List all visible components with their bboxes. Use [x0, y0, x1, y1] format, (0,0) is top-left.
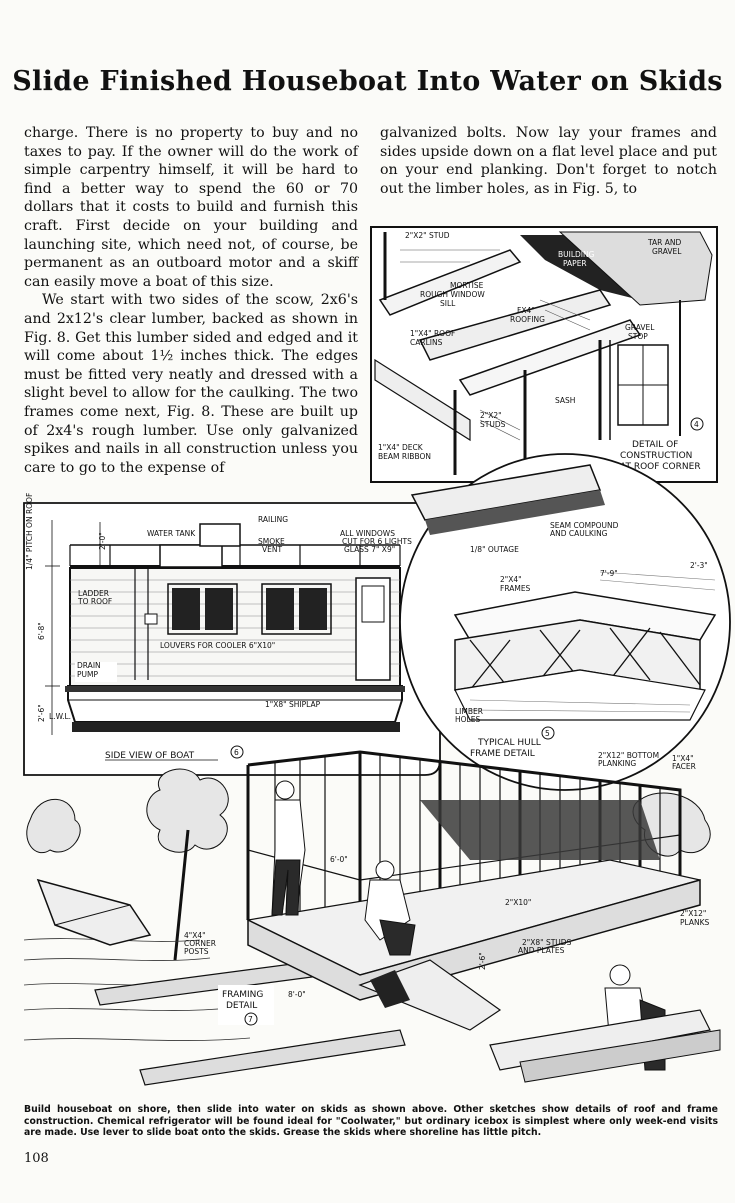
- figure-4-roof-detail: 2"X2" STUD BUILDING PAPER TAR AND GRAVEL…: [370, 226, 718, 483]
- svg-text:CORNER: CORNER: [184, 939, 216, 948]
- svg-text:GRAVEL: GRAVEL: [652, 247, 682, 256]
- svg-text:LADDER: LADDER: [78, 589, 109, 598]
- svg-text:GLASS 7" X9": GLASS 7" X9": [344, 545, 395, 554]
- svg-text:6'-0": 6'-0": [330, 855, 348, 864]
- svg-text:HOLES: HOLES: [455, 715, 480, 724]
- left-paragraph-1: charge. There is no property to buy and …: [24, 125, 358, 290]
- figure-4-title-3: AT ROOF CORNER: [620, 462, 701, 472]
- svg-text:FX4": FX4": [517, 306, 535, 315]
- right-column: galvanized bolts. Now lay your frames an…: [380, 124, 717, 198]
- svg-text:AND PLATES: AND PLATES: [518, 946, 565, 955]
- figure-5-title-2: FRAME DETAIL: [470, 749, 535, 759]
- svg-text:2'-3": 2'-3": [690, 561, 708, 570]
- figure-4-title-1: DETAIL OF: [632, 440, 678, 450]
- svg-text:SMOKE: SMOKE: [258, 537, 285, 546]
- figure-6-caption: SIDE VIEW OF BOAT: [105, 751, 195, 761]
- svg-text:STOP: STOP: [628, 332, 648, 341]
- svg-text:ALL WINDOWS: ALL WINDOWS: [340, 529, 395, 538]
- svg-text:ROUGH WINDOW: ROUGH WINDOW: [420, 290, 485, 299]
- figure-7-framing-scene: 6'-0" 4"X4" CORNER POSTS 2"X10" 2"X8" ST…: [23, 750, 721, 1086]
- figure-4-title-2: CONSTRUCTION: [620, 451, 692, 461]
- svg-text:2'-6": 2'-6": [37, 704, 46, 722]
- svg-text:1/4" PITCH ON ROOF: 1/4" PITCH ON ROOF: [25, 493, 34, 570]
- svg-text:CARLINS: CARLINS: [410, 338, 443, 347]
- svg-text:6'-8": 6'-8": [37, 622, 46, 640]
- right-paragraph-1: galvanized bolts. Now lay your frames an…: [380, 125, 717, 197]
- figure-caption: Build houseboat on shore, then slide int…: [24, 1104, 718, 1138]
- figure-5-number: 5: [545, 729, 550, 738]
- svg-text:PUMP: PUMP: [77, 670, 98, 679]
- svg-text:PAPER: PAPER: [563, 259, 587, 268]
- svg-text:STUDS: STUDS: [480, 420, 506, 429]
- svg-text:1"X4": 1"X4": [672, 754, 694, 763]
- svg-text:POSTS: POSTS: [184, 947, 209, 956]
- svg-text:LIMBER: LIMBER: [455, 707, 483, 716]
- svg-text:RAILING: RAILING: [258, 515, 288, 524]
- svg-text:2"X4": 2"X4": [500, 575, 522, 584]
- svg-text:SEAM COMPOUND: SEAM COMPOUND: [550, 521, 619, 530]
- svg-text:BUILDING: BUILDING: [558, 250, 595, 259]
- svg-text:PLANKING: PLANKING: [598, 759, 636, 768]
- svg-text:2"X10": 2"X10": [505, 898, 531, 907]
- svg-text:TAR AND: TAR AND: [647, 238, 681, 247]
- figure-6-number: 6: [234, 748, 239, 757]
- svg-text:GRAVEL: GRAVEL: [625, 323, 655, 332]
- svg-text:2"X2" STUD: 2"X2" STUD: [405, 231, 450, 240]
- svg-text:4"X4": 4"X4": [184, 931, 206, 940]
- article-title: Slide Finished Houseboat Into Water on S…: [12, 66, 723, 97]
- svg-text:VENT: VENT: [262, 545, 282, 554]
- svg-text:2"X12": 2"X12": [680, 909, 706, 918]
- svg-text:CUT FOR 6 LIGHTS: CUT FOR 6 LIGHTS: [342, 537, 412, 546]
- svg-text:1"X8" SHIPLAP: 1"X8" SHIPLAP: [265, 700, 321, 709]
- svg-text:TO ROOF: TO ROOF: [77, 597, 112, 606]
- svg-text:2'-0": 2'-0": [98, 532, 107, 550]
- figure-6-side-view: 2'-0" 6'-8" 2'-6" 1/4" PITCH ON ROOF L.W…: [23, 493, 441, 776]
- page-number: 108: [24, 1151, 49, 1166]
- figure-7-title-1: FRAMING: [222, 990, 263, 1000]
- left-paragraph-2: We start with two sides of the scow, 2x6…: [24, 292, 358, 476]
- figure-7-number: 7: [248, 1015, 253, 1024]
- svg-text:2"X2": 2"X2": [480, 411, 502, 420]
- figure-4-number: 4: [694, 420, 699, 429]
- svg-text:2"X8" STUDS: 2"X8" STUDS: [522, 938, 572, 947]
- svg-text:1"X4" DECK: 1"X4" DECK: [378, 443, 424, 452]
- svg-text:AND CAULKING: AND CAULKING: [550, 529, 608, 538]
- svg-text:MORTISE: MORTISE: [450, 281, 484, 290]
- svg-text:FACER: FACER: [672, 762, 696, 771]
- svg-text:SILL: SILL: [440, 299, 456, 308]
- svg-text:WATER TANK: WATER TANK: [147, 529, 196, 538]
- svg-text:8'-0": 8'-0": [288, 990, 306, 999]
- svg-text:PLANKS: PLANKS: [680, 918, 710, 927]
- svg-text:2'-6": 2'-6": [478, 952, 487, 970]
- svg-text:7'-9": 7'-9": [600, 569, 618, 578]
- figure-5-hull-frame: SEAM COMPOUND AND CAULKING 1/8" OUTAGE 7…: [399, 453, 731, 791]
- svg-text:FRAMES: FRAMES: [500, 584, 531, 593]
- svg-text:BEAM RIBBON: BEAM RIBBON: [378, 452, 431, 461]
- svg-text:SASH: SASH: [555, 396, 575, 405]
- svg-text:1/8" OUTAGE: 1/8" OUTAGE: [470, 545, 519, 554]
- left-column: charge. There is no property to buy and …: [24, 124, 358, 477]
- svg-text:ROOFING: ROOFING: [510, 315, 545, 324]
- svg-text:DRAIN: DRAIN: [77, 661, 101, 670]
- svg-text:1"X4" ROOF: 1"X4" ROOF: [410, 329, 455, 338]
- svg-text:2"X12" BOTTOM: 2"X12" BOTTOM: [598, 751, 659, 760]
- figure-7-title-2: DETAIL: [226, 1001, 257, 1011]
- svg-text:LOUVERS FOR COOLER 6"X10": LOUVERS FOR COOLER 6"X10": [160, 641, 275, 650]
- svg-text:L.W.L.: L.W.L.: [49, 712, 71, 721]
- figure-5-title-1: TYPICAL HULL: [477, 738, 541, 748]
